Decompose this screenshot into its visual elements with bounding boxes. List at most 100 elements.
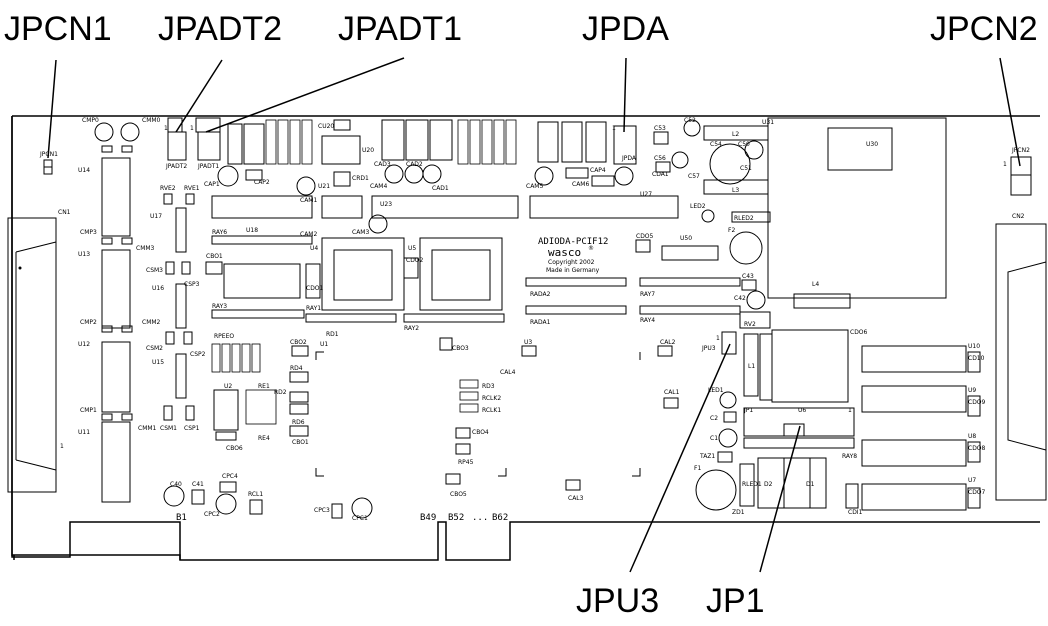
svg-text:CAM3: CAM3: [352, 229, 369, 236]
svg-text:CAP2: CAP2: [254, 179, 270, 186]
svg-text:L2: L2: [732, 131, 739, 138]
svg-text:C40: C40: [170, 481, 182, 488]
callout-jp1: JP1: [706, 582, 765, 620]
board-edge: [11, 116, 1040, 561]
svg-text:U23: U23: [380, 201, 392, 208]
svg-text:RD3: RD3: [482, 383, 495, 390]
callout-jpcn2: JPCN2: [930, 10, 1038, 48]
svg-text:C43: C43: [742, 273, 754, 280]
svg-text:CPC2: CPC2: [204, 511, 220, 518]
svg-text:C57: C57: [688, 173, 700, 180]
svg-text:L1: L1: [748, 363, 755, 370]
svg-text:U13: U13: [78, 251, 90, 258]
svg-text:RLED2: RLED2: [734, 215, 754, 222]
svg-text:CAM1: CAM1: [300, 197, 317, 204]
svg-text:CSP1: CSP1: [184, 425, 200, 432]
svg-text:CMP2: CMP2: [80, 319, 97, 326]
svg-text:C41: C41: [192, 481, 204, 488]
svg-text:CBO1: CBO1: [292, 439, 309, 446]
svg-text:CAM4: CAM4: [370, 183, 387, 190]
svg-text:CSM3: CSM3: [146, 267, 163, 274]
svg-text:CDO9: CDO9: [968, 399, 986, 406]
svg-text:U3: U3: [524, 339, 532, 346]
leader-jpda: [623, 57, 627, 133]
leader-jpu3: [629, 343, 731, 573]
svg-text:RADA2: RADA2: [530, 291, 551, 298]
svg-text:RAY6: RAY6: [212, 229, 227, 236]
svg-text:RD2: RD2: [274, 389, 287, 396]
svg-text:U6: U6: [798, 407, 806, 414]
rpee-network: RPEEO: [211, 333, 261, 373]
svg-text:...: ...: [472, 513, 488, 523]
svg-text:RAY4: RAY4: [640, 317, 655, 324]
svg-text:RLED1: RLED1: [742, 481, 762, 488]
svg-text:CSP2: CSP2: [190, 351, 206, 358]
svg-text:CAP1: CAP1: [204, 181, 220, 188]
svg-text:U27: U27: [640, 191, 652, 198]
svg-text:1: 1: [1003, 161, 1007, 168]
svg-text:JP1: JP1: [743, 407, 753, 414]
svg-text:CAD3: CAD3: [374, 161, 391, 168]
svg-text:CBO4: CBO4: [472, 429, 489, 436]
silk-cn2: CN2: [1012, 213, 1025, 220]
board-title: ADIODA-PCIF12: [538, 237, 608, 247]
svg-text:JPCN2: JPCN2: [1011, 147, 1030, 154]
svg-text:CAM5: CAM5: [526, 183, 543, 190]
jumper-jpadt: 1 1 JPADT2 JPADT1: [164, 117, 221, 170]
svg-text:CAD1: CAD1: [432, 185, 449, 192]
svg-text:CDO6: CDO6: [850, 329, 868, 336]
svg-text:ZD1: ZD1: [732, 509, 745, 516]
svg-text:D1: D1: [806, 481, 815, 488]
svg-text:U7: U7: [968, 477, 976, 484]
svg-text:RD1: RD1: [326, 331, 339, 338]
svg-text:CDO5: CDO5: [636, 233, 654, 240]
svg-text:RCLK2: RCLK2: [482, 395, 501, 402]
jumper-jpcn2: JPCN2 1: [1003, 147, 1032, 196]
svg-text:1: 1: [848, 407, 852, 414]
svg-text:C53: C53: [654, 125, 666, 132]
ic-u30: [767, 117, 947, 299]
svg-text:C52: C52: [684, 117, 696, 124]
svg-text:U15: U15: [152, 359, 164, 366]
svg-text:U16: U16: [152, 285, 164, 292]
svg-text:C54: C54: [710, 141, 722, 148]
svg-text:CBO2: CBO2: [290, 339, 307, 346]
svg-text:U4: U4: [310, 245, 318, 252]
svg-text:U8: U8: [968, 433, 976, 440]
leader-jpadt1: [205, 57, 405, 133]
ic-u4-u5: U4 U5 CDO2: [310, 237, 503, 311]
svg-text:U10: U10: [968, 343, 980, 350]
svg-text:CAL2: CAL2: [660, 339, 676, 346]
svg-text:®: ®: [588, 245, 594, 252]
svg-text:CAD2: CAD2: [406, 161, 423, 168]
svg-text:C50: C50: [738, 141, 750, 148]
svg-text:L3: L3: [732, 187, 739, 194]
svg-text:CSM1: CSM1: [160, 425, 177, 432]
svg-text:CBO6: CBO6: [226, 445, 243, 452]
svg-text:L4: L4: [812, 281, 819, 288]
svg-text:CPC1: CPC1: [352, 515, 368, 522]
svg-text:B62: B62: [492, 513, 508, 523]
svg-text:CPC3: CPC3: [314, 507, 330, 514]
svg-text:CSM2: CSM2: [146, 345, 163, 352]
svg-text:CBO1: CBO1: [206, 253, 223, 260]
svg-text:RCL1: RCL1: [248, 491, 263, 498]
resistor-networks-top: CAP1 CAP2: [204, 119, 313, 188]
svg-text:CAL3: CAL3: [568, 495, 584, 502]
svg-text:CDO7: CDO7: [968, 489, 986, 496]
callout-jpda: JPDA: [582, 10, 669, 48]
cap-cmp0-cmm0: CMP0 CMM0: [82, 117, 161, 142]
svg-text:RAY7: RAY7: [640, 291, 655, 298]
svg-text:Made in Germany: Made in Germany: [546, 267, 600, 274]
board-brand: wasco: [548, 246, 581, 259]
svg-text:RV2: RV2: [744, 321, 756, 328]
connector-cn2: CN2: [995, 213, 1047, 501]
svg-text:B49: B49: [420, 513, 436, 523]
svg-text:RVE1: RVE1: [184, 185, 200, 192]
svg-text:1: 1: [164, 125, 168, 132]
ic-column-left: U14 U13 U12 U11 CMP3 CMM3 CMP2 CMM2 CMP1…: [78, 145, 161, 503]
svg-text:C56: C56: [654, 155, 666, 162]
svg-text:1: 1: [190, 125, 194, 132]
svg-text:CBO5: CBO5: [450, 491, 467, 498]
